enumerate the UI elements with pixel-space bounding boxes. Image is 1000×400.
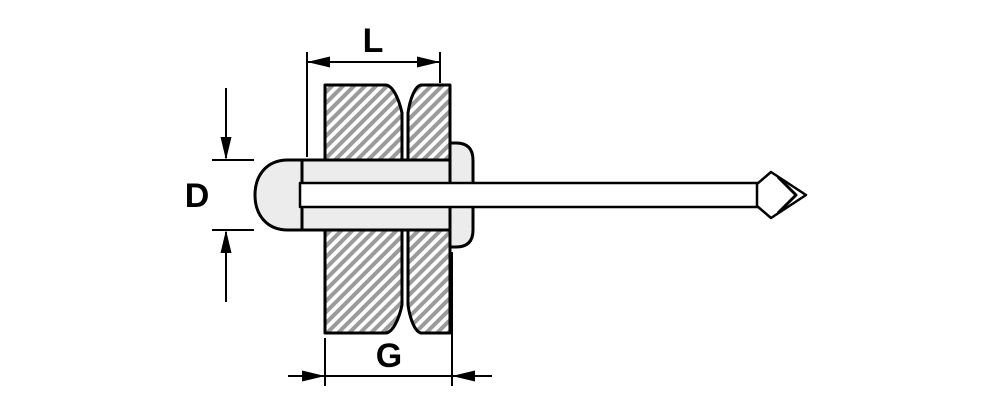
lower-plate-left xyxy=(323,228,404,335)
mandrel-tip-notch xyxy=(776,175,798,215)
upper-plate-left xyxy=(323,83,404,162)
upper-plate-right xyxy=(406,83,452,162)
rivet xyxy=(253,141,808,249)
mandrel-stem xyxy=(298,181,762,209)
dimension-grip: G xyxy=(288,252,492,386)
dimension-diameter: D xyxy=(185,88,254,302)
clamped-plates xyxy=(323,83,452,335)
length-arrowhead-left xyxy=(307,56,330,68)
dimension-length: L xyxy=(306,22,441,157)
diameter-label: D xyxy=(185,177,210,215)
diameter-arrowhead-top xyxy=(220,137,232,160)
length-label: L xyxy=(363,22,384,60)
grip-arrowhead-left xyxy=(302,370,325,382)
mandrel-tip xyxy=(755,170,808,220)
length-arrowhead-right xyxy=(417,56,440,68)
rivet-flange-head xyxy=(253,158,304,232)
grip-label: G xyxy=(376,337,402,375)
lower-plate-right xyxy=(406,228,452,335)
grip-arrowhead-right xyxy=(452,370,475,382)
diameter-arrowhead-bottom xyxy=(220,230,232,253)
